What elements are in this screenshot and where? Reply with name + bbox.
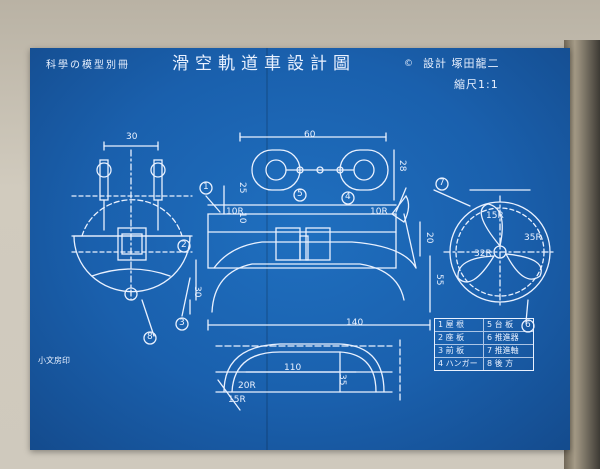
callout-2: 2 bbox=[181, 240, 187, 250]
book-page-edge bbox=[564, 40, 600, 469]
dim-25: 25 bbox=[237, 182, 247, 194]
parts-legend-table: 1 屋 根 5 台 板 2 座 板 6 推進器 3 前 板 7 推進軸 4 ハン… bbox=[434, 318, 534, 371]
propeller-view-drawing bbox=[443, 189, 557, 309]
legend-entry: 4 ハンガー bbox=[435, 358, 484, 370]
legend-entry: 8 後 方 bbox=[487, 359, 514, 368]
dim-10r-left: 10R bbox=[226, 207, 244, 217]
dim-60: 60 bbox=[304, 130, 316, 140]
publisher-mark: 小文房印 bbox=[38, 356, 70, 365]
drawing-title: 滑空軌道車設計圖 bbox=[172, 54, 356, 74]
dim-110: 110 bbox=[284, 363, 302, 373]
callout-4: 4 bbox=[345, 192, 351, 202]
dim-20r: 20R bbox=[238, 381, 256, 391]
dim-35: 35 bbox=[337, 374, 347, 386]
copyright-mark: © bbox=[404, 59, 413, 69]
legend-entry: 6 推進器 bbox=[484, 332, 533, 345]
legend-entry: 5 台 板 bbox=[484, 319, 533, 332]
side-view-drawing bbox=[189, 132, 431, 331]
front-view-drawing bbox=[71, 141, 197, 301]
dim-55: 55 bbox=[434, 274, 444, 286]
series-label: 科學の模型別冊 bbox=[46, 60, 130, 71]
callout-5: 5 bbox=[297, 189, 303, 199]
dim-20: 20 bbox=[424, 232, 434, 244]
callout-3: 3 bbox=[179, 318, 185, 328]
legend-entry: 2 座 板 bbox=[435, 332, 484, 345]
callout-6: 6 bbox=[525, 320, 531, 330]
legend-entry: 1 屋 根 bbox=[435, 319, 484, 332]
callout-1: 1 bbox=[203, 182, 209, 192]
dim-32r: 32R bbox=[474, 249, 492, 259]
designer-credit: 設計 塚田龍二 bbox=[423, 57, 500, 70]
dim-28: 28 bbox=[397, 160, 407, 172]
center-fold bbox=[266, 48, 268, 450]
callout-8: 8 bbox=[147, 332, 153, 342]
legend-entry: 3 前 板 bbox=[435, 345, 484, 358]
dim-10: 10 bbox=[237, 212, 247, 224]
callout-leaders bbox=[141, 177, 535, 345]
dim-15r-bottom: 15R bbox=[228, 395, 246, 405]
dim-35r: 35R bbox=[524, 233, 542, 243]
dim-30-top: 30 bbox=[126, 132, 138, 142]
dim-140: 140 bbox=[346, 318, 364, 328]
bottom-view-drawing bbox=[215, 339, 401, 411]
dim-10r-right: 10R bbox=[370, 207, 388, 217]
dim-15r-propeller: 15R bbox=[486, 211, 504, 221]
dim-30-side: 30 bbox=[192, 286, 202, 298]
legend-entry: 7 推進軸 bbox=[484, 345, 533, 358]
drawing-scale: 縮尺1:1 bbox=[454, 78, 499, 91]
callout-7: 7 bbox=[439, 178, 445, 188]
